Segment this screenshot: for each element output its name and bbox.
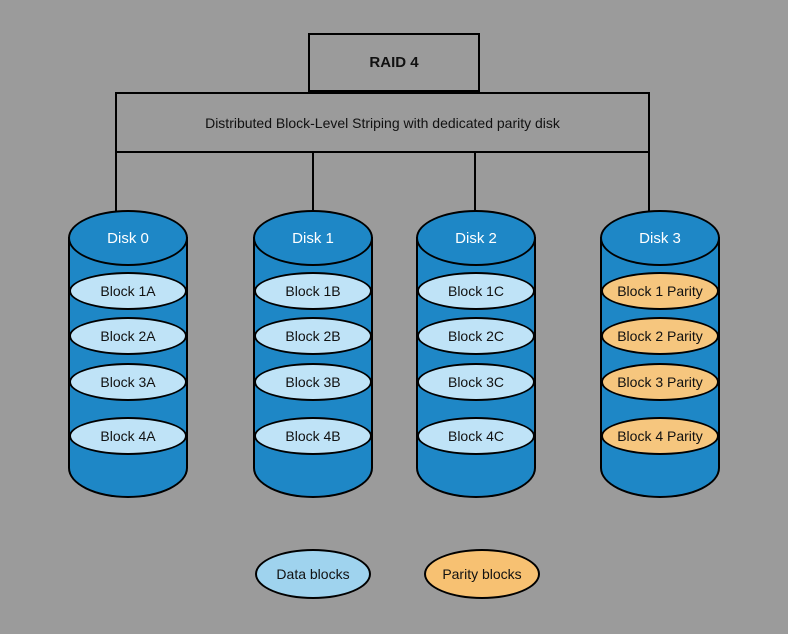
- block-label: Block 4B: [285, 428, 341, 444]
- data-block-ellipse: Block 1A: [69, 272, 187, 310]
- data-block-ellipse: Block 4A: [69, 417, 187, 455]
- block-label: Block 2A: [100, 328, 156, 344]
- disk-label: Disk 0: [107, 229, 149, 247]
- block-label: Block 4A: [100, 428, 156, 444]
- description-box: Distributed Block-Level Striping with de…: [115, 92, 650, 153]
- connector-line-disk1: [312, 151, 314, 212]
- data-block-ellipse: Block 1B: [254, 272, 372, 310]
- data-block-ellipse: Block 2C: [417, 317, 535, 355]
- disk-label: Disk 2: [455, 229, 497, 247]
- block-label: Block 1B: [285, 283, 341, 299]
- connector-line-disk0: [115, 151, 117, 212]
- data-block-ellipse: Block 3A: [69, 363, 187, 401]
- parity-block-ellipse: Block 4 Parity: [601, 417, 719, 455]
- block-label: Block 2C: [447, 328, 505, 344]
- block-label: Block 3A: [100, 374, 156, 390]
- legend-data-label: Data blocks: [276, 566, 350, 582]
- disk-cylinder-3: Disk 3 Block 1 Parity Block 2 Parity Blo…: [600, 210, 720, 498]
- data-block-ellipse: Block 2B: [254, 317, 372, 355]
- connector-line-disk3: [648, 151, 650, 212]
- block-label: Block 4 Parity: [617, 428, 703, 444]
- block-label: Block 1C: [447, 283, 505, 299]
- raid-title-box: RAID 4: [308, 33, 480, 92]
- parity-block-ellipse: Block 3 Parity: [601, 363, 719, 401]
- data-block-ellipse: Block 3C: [417, 363, 535, 401]
- description-label: Distributed Block-Level Striping with de…: [205, 114, 560, 131]
- disk-label: Disk 3: [639, 229, 681, 247]
- disk-label: Disk 1: [292, 229, 334, 247]
- block-label: Block 3 Parity: [617, 374, 703, 390]
- block-label: Block 3B: [285, 374, 341, 390]
- block-label: Block 1 Parity: [617, 283, 703, 299]
- data-block-ellipse: Block 1C: [417, 272, 535, 310]
- data-block-ellipse: Block 4B: [254, 417, 372, 455]
- data-block-ellipse: Block 2A: [69, 317, 187, 355]
- disk-cylinder-0: Disk 0 Block 1A Block 2A Block 3A Block …: [68, 210, 188, 498]
- data-block-ellipse: Block 3B: [254, 363, 372, 401]
- disk-cylinder-1: Disk 1 Block 1B Block 2B Block 3B Block …: [253, 210, 373, 498]
- disk-top-ellipse: Disk 0: [68, 210, 188, 266]
- disk-top-ellipse: Disk 2: [416, 210, 536, 266]
- block-label: Block 2B: [285, 328, 341, 344]
- parity-block-ellipse: Block 2 Parity: [601, 317, 719, 355]
- data-block-ellipse: Block 4C: [417, 417, 535, 455]
- block-label: Block 4C: [447, 428, 505, 444]
- legend-data-blocks: Data blocks: [255, 549, 371, 599]
- legend-parity-label: Parity blocks: [442, 566, 522, 582]
- raid-title-label: RAID 4: [369, 54, 419, 71]
- parity-block-ellipse: Block 1 Parity: [601, 272, 719, 310]
- block-label: Block 1A: [100, 283, 156, 299]
- block-label: Block 3C: [447, 374, 505, 390]
- disk-cylinder-2: Disk 2 Block 1C Block 2C Block 3C Block …: [416, 210, 536, 498]
- disk-top-ellipse: Disk 1: [253, 210, 373, 266]
- disk-top-ellipse: Disk 3: [600, 210, 720, 266]
- connector-line-disk2: [474, 151, 476, 212]
- legend-parity-blocks: Parity blocks: [424, 549, 540, 599]
- block-label: Block 2 Parity: [617, 328, 703, 344]
